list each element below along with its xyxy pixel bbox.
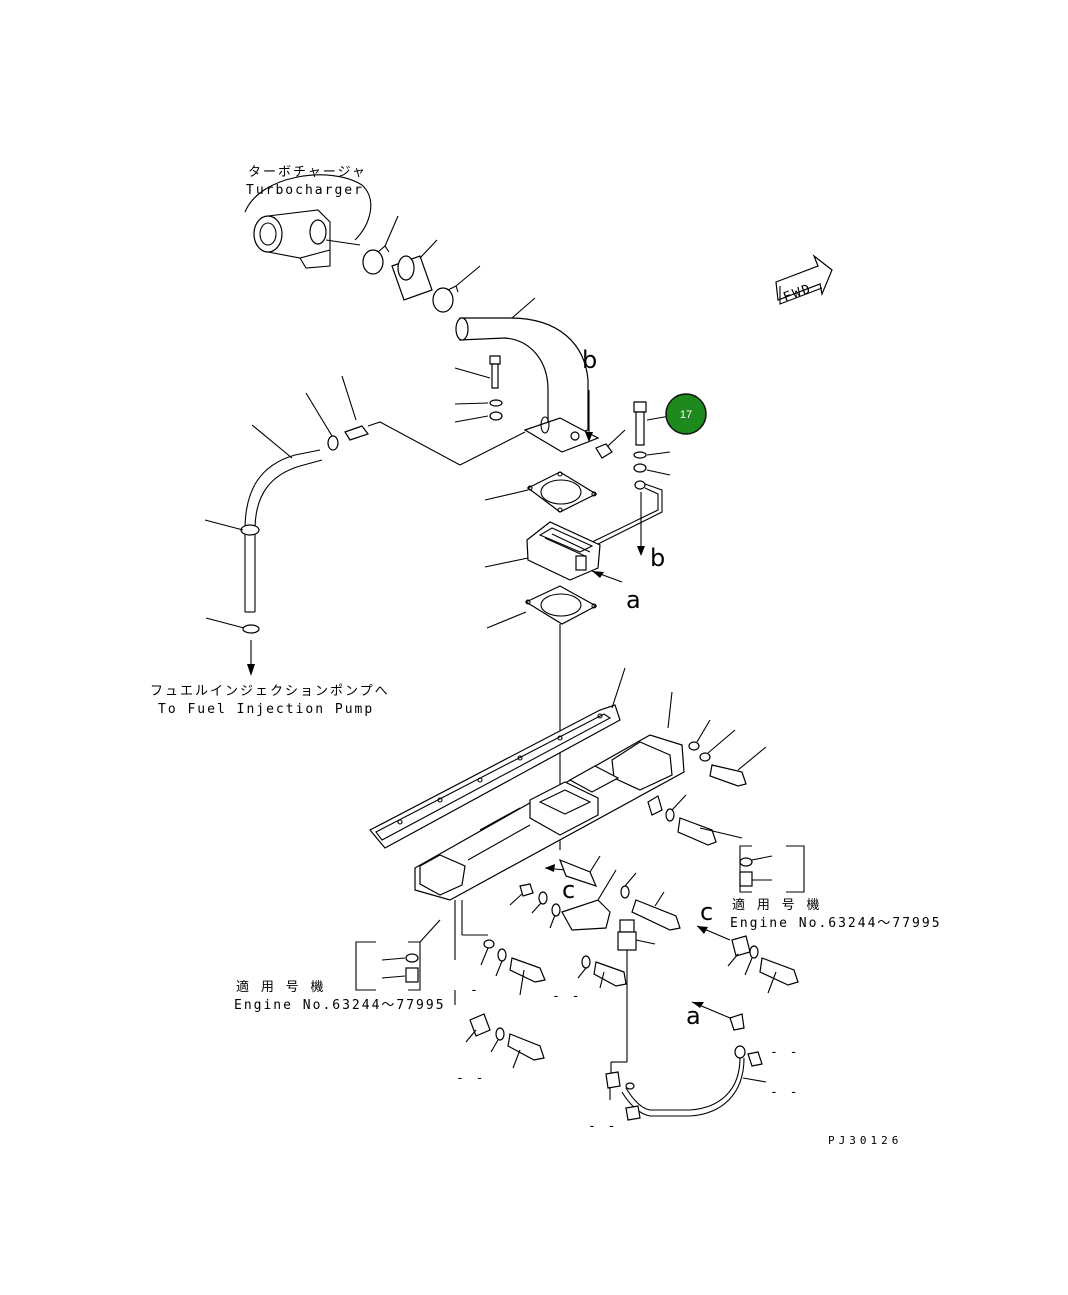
- marker-b-upper: b: [582, 346, 597, 374]
- fwd-arrow: FWD: [775, 254, 833, 306]
- callout-17-number: 17: [680, 409, 692, 421]
- engine-no-left: Engine No.63244～77995: [234, 998, 446, 1013]
- drawing-code: PJ30126: [828, 1134, 902, 1147]
- marker-c-left: c: [562, 876, 575, 904]
- fuel-line-fittings: [305, 375, 526, 466]
- dash-mark-2: - -: [552, 989, 581, 1004]
- bracket-mid: [561, 869, 681, 931]
- right-lower-bolts: [696, 925, 799, 994]
- left-lower-bolts: [465, 1013, 545, 1069]
- bolt-17: [633, 401, 671, 476]
- dash-mark-5: - -: [770, 1085, 799, 1100]
- sensor: [610, 919, 656, 1078]
- marker-b-lower: b: [650, 544, 665, 572]
- boost-pipe: [587, 480, 663, 556]
- pipe-sleeve: [558, 855, 601, 887]
- applicable-label-right-jp: 適 用 号 機: [732, 897, 821, 913]
- callout-17[interactable]: 17: [665, 393, 707, 435]
- fuel-pump-label-en: To Fuel Injection Pump: [158, 702, 374, 717]
- fuel-line: [204, 424, 323, 676]
- turbocharger: [244, 174, 372, 269]
- manifold-bolts-right: [665, 719, 767, 846]
- intake-adapter: [484, 521, 623, 583]
- connector-hose: [391, 239, 438, 301]
- nuts-mid: [509, 883, 561, 929]
- hose-clamp-2: [432, 265, 481, 313]
- applicability-box-left: [355, 919, 441, 991]
- callout-17-circle[interactable]: [665, 393, 707, 435]
- marker-a-lower: a: [686, 1002, 701, 1030]
- hose-clamp-1: [362, 215, 399, 275]
- dash-mark-1: -: [470, 983, 480, 998]
- gasket-upper: [484, 471, 598, 513]
- dash-mark-3: - -: [456, 1071, 485, 1086]
- engine-no-right: Engine No.63244～77995: [730, 916, 942, 931]
- manifold-gasket: [369, 667, 626, 849]
- fuel-pump-label-jp: フュエルインジェクションポンプへ: [150, 684, 390, 699]
- lower-mid-bolts: [577, 955, 627, 989]
- applicable-label-left-jp: 適 用 号 機: [236, 979, 325, 995]
- turbocharger-label-jp: ターボチャージャ: [248, 165, 367, 180]
- turbocharger-label-en: Turbocharger: [246, 183, 364, 198]
- applicability-box-right: [739, 845, 805, 893]
- harness: [605, 1001, 767, 1121]
- marker-a-upper: a: [626, 586, 641, 614]
- left-bolts: [454, 900, 546, 1005]
- arrow-b-upper: [585, 390, 593, 442]
- dash-mark-6: - -: [588, 1119, 617, 1134]
- upper-bolt-set: [454, 355, 503, 423]
- intake-elbow-pipe: [455, 297, 600, 453]
- plug-fitting: [595, 429, 626, 459]
- marker-c-right: c: [700, 898, 713, 926]
- dash-mark-4: - -: [770, 1045, 799, 1060]
